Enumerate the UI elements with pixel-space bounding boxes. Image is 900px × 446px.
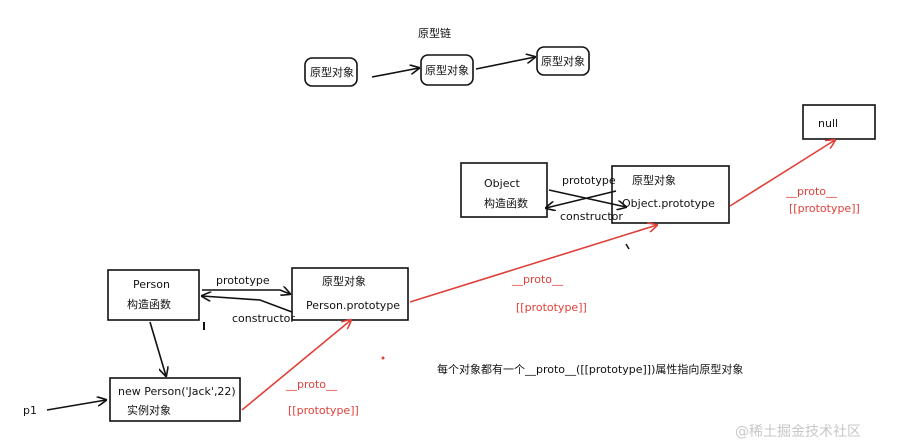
- prototype-note: 每个对象都有一个__proto__([[prototype]])属性指向原型对象: [437, 362, 743, 376]
- chain-node-1: 原型对象: [304, 57, 358, 87]
- proto-arrow-object-prototype: [729, 140, 835, 207]
- person-constructor-arrow: [202, 296, 293, 313]
- person-prototype-title: 原型对象: [322, 274, 366, 288]
- object-prototype-name: Object.prototype: [622, 197, 715, 210]
- instance-desc: 实例对象: [127, 403, 171, 417]
- proto-label-a: __proto__: [285, 378, 338, 391]
- prototype-label-b: [[prototype]]: [516, 301, 587, 314]
- chain-node-3: 原型对象: [536, 46, 590, 76]
- object-constructor-name: Object: [484, 177, 521, 190]
- prototype-label-c: [[prototype]]: [789, 202, 860, 215]
- person-prototype-link-label: prototype: [216, 274, 270, 287]
- person-constructor-name: Person: [133, 278, 170, 291]
- person-constructor-desc: 构造函数: [127, 297, 171, 311]
- person-prototype-arrow: [202, 290, 290, 294]
- chain-node-2: 原型对象: [420, 54, 474, 86]
- object-constructor-desc: 构造函数: [484, 196, 528, 210]
- object-constructor-arrow: [546, 190, 617, 208]
- proto-label-c: __proto__: [785, 185, 838, 198]
- object-prototype-title: 原型对象: [632, 173, 676, 187]
- stray-dot-red: [381, 356, 385, 360]
- null-label: null: [818, 117, 838, 130]
- chain-arrow-2: [475, 57, 535, 70]
- watermark: @稀土掘金技术社区: [735, 424, 861, 440]
- chain-node-2-label: 原型对象: [425, 63, 469, 77]
- proto-arrow-person-prototype: [409, 225, 657, 303]
- object-prototype-box: 原型对象 Object.prototype: [611, 165, 730, 224]
- person-constructor-link-label: constructor: [232, 312, 295, 325]
- proto-arrow-instance: [241, 320, 351, 411]
- object-prototype-link-label: prototype: [562, 174, 616, 187]
- instance-expression: new Person('Jack',22): [118, 385, 236, 398]
- object-constructor-box: Object 构造函数: [460, 162, 548, 218]
- chain-node-1-label: 原型对象: [310, 65, 354, 79]
- person-prototype-name: Person.prototype: [306, 299, 400, 312]
- instance-box: new Person('Jack',22) 实例对象: [109, 377, 241, 422]
- stray-mark-2: [625, 243, 630, 250]
- object-constructor-link-label: constructor: [560, 210, 623, 223]
- chain-title: 原型链: [418, 26, 451, 40]
- person-prototype-box: 原型对象 Person.prototype: [291, 267, 409, 321]
- prototype-label-a: [[prototype]]: [288, 404, 359, 417]
- new-arrow: [149, 321, 166, 376]
- p1-label: p1: [23, 404, 37, 417]
- chain-node-3-label: 原型对象: [541, 54, 585, 68]
- null-node: null: [802, 104, 876, 140]
- proto-label-b: __proto__: [511, 273, 564, 286]
- person-constructor-box: Person 构造函数: [107, 269, 200, 321]
- p1-arrow: [46, 400, 106, 411]
- chain-arrow-1: [371, 68, 419, 78]
